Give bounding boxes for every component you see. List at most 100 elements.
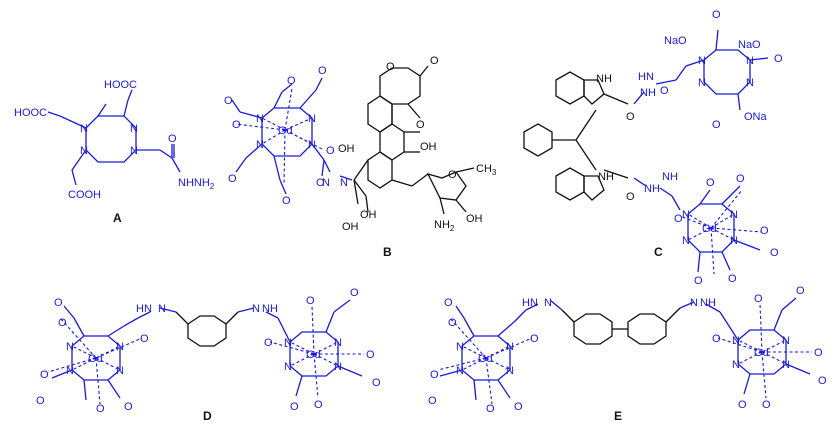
atom-n: N [782,335,790,347]
atom-o: O [430,55,439,67]
atom-n: N [256,113,264,125]
atom-n: N [698,55,706,67]
atom-o: O [530,333,539,345]
atom-o: O [626,191,635,203]
atom-o: O [738,399,747,411]
atom-oh: OH [466,213,483,225]
atom-o: O [754,293,763,305]
atom-o: O [444,297,453,309]
atom-n: N [730,235,738,247]
atom-hooc: HOOC [104,79,137,91]
atom-n: N [746,55,754,67]
atom-n: N [690,297,698,309]
panel-label-c: C [654,245,663,259]
atom-nh: NH [662,171,678,183]
atom-o: O [350,287,359,299]
gadolinium-center: Gd [88,353,103,365]
atom-o: O [514,401,523,413]
panel-label-e: E [614,409,622,423]
atom-nh: NH [644,183,660,195]
atom-nh: NH [640,87,656,99]
atom-n: N [456,365,464,377]
atom-o: O [96,403,105,415]
structure-c: NH NH O O NH HN O N N N N NaO O NaO O ON… [523,9,783,287]
atom-n: N [334,361,342,373]
atom-oh: OH [338,143,355,155]
atom-hydrazide: NHNH2 [178,177,215,191]
atom-n: N [322,177,330,189]
atom-o: O [54,297,63,309]
atom-o: O [372,377,381,389]
atom-oh: OH [420,141,437,153]
atom-o: O [316,177,325,189]
atom-o: O [736,173,745,185]
gadolinium-center: Gd [478,353,493,365]
atom-o: O [486,403,495,415]
atom-n: N [308,113,316,125]
atom-nh: NH [262,303,278,315]
atom-o: O [416,119,425,131]
atom-oh: OH [360,209,377,221]
atom-o: O [796,285,805,297]
atom-o: O [814,347,823,359]
atom-ona: ONa [744,111,768,123]
atom-n: N [456,341,464,353]
panel-label-d: D [203,409,212,423]
atom-o: O [712,9,721,21]
atom-n: N [732,359,740,371]
atom-o: O [386,61,395,73]
atom-o: O [712,333,721,345]
atom-o: O [626,111,635,123]
atom-n: N [746,77,754,89]
atom-n: N [256,139,264,151]
atom-o: O [318,65,327,77]
atom-n: N [334,337,342,349]
atom-o: O [712,119,721,131]
atom-o: O [448,317,457,329]
panel-label-b: B [383,245,392,259]
atom-o: O [706,177,715,189]
atom-n: N [782,359,790,371]
atom-n: N [66,365,74,377]
atom-o: O [762,399,771,411]
atom-o: O [728,273,737,285]
atom-o: O [306,295,315,307]
atom-o: O [818,375,827,387]
atom-o: O [314,399,323,411]
atom-n: N [284,337,292,349]
atom-o: O [770,247,779,259]
atom-o: O [674,213,683,225]
atom-o: O [290,401,299,413]
atom-o: O [430,369,439,381]
atom-o: O [58,317,67,329]
atom-hn: HN [522,297,538,309]
atom-hn: HN [136,303,152,315]
atom-o: O [282,195,291,207]
atom-n: N [506,341,514,353]
atom-n: N [730,209,738,221]
atom-o: O [264,337,273,349]
atom-n: N [130,145,138,157]
atom-hn: HN [638,71,654,83]
atom-nh2: NH2 [434,219,455,233]
panel-label-a: A [113,211,122,225]
atom-n: N [544,297,552,309]
gadolinium-center: Gd [306,349,321,361]
atom-o: O [124,401,133,413]
atom-nh: NH [700,297,716,309]
atom-hooc: HOOC [14,107,47,119]
atom-n: N [506,365,514,377]
atom-o: O [774,53,783,65]
gadolinium-center: Gd [754,347,769,359]
atom-n: N [80,123,88,135]
atom-o: O [760,225,769,237]
atom-nao: NaO [664,35,687,47]
atom-nh: NH [596,73,612,85]
atom-o: O [228,173,237,185]
atom-cooh: COOH [68,189,101,201]
atom-n: N [116,341,124,353]
atom-n: N [130,123,138,135]
atom-o: O [232,119,241,131]
atom-n: N [284,361,292,373]
atom-n: N [340,177,348,189]
